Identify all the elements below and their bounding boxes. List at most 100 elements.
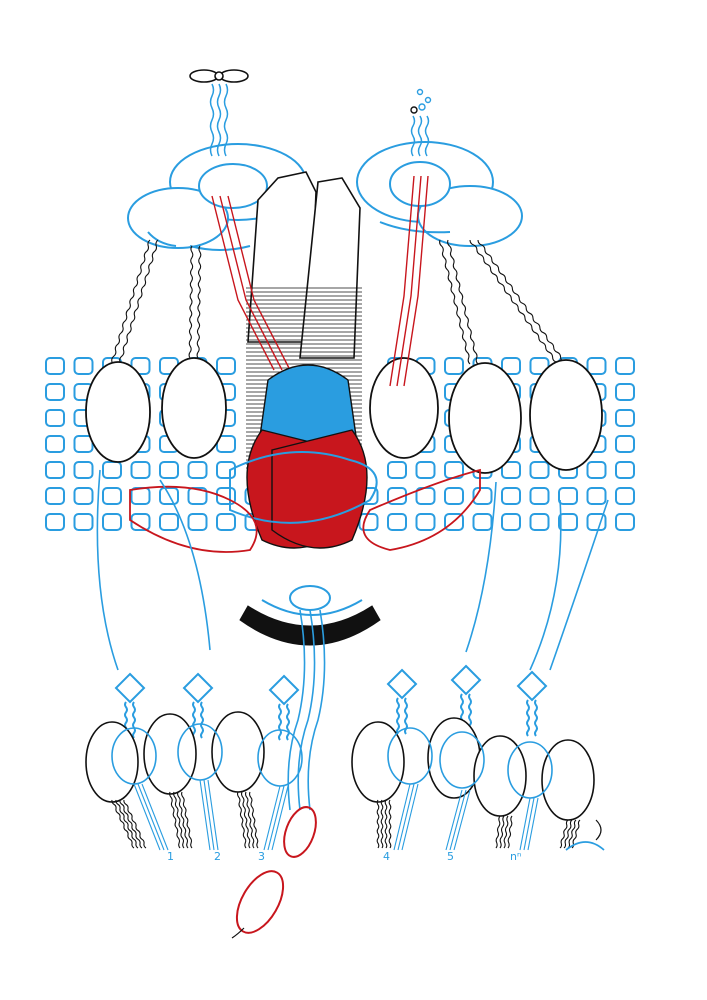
cable	[477, 239, 565, 363]
diamond	[450, 664, 482, 696]
grid-square	[615, 487, 635, 505]
cable	[188, 245, 194, 359]
grid-square	[102, 513, 122, 531]
grid-square	[615, 357, 635, 375]
bottom-cable	[507, 815, 513, 849]
bottom-blue-line	[401, 783, 419, 851]
grid-square	[159, 487, 179, 505]
diamond	[268, 674, 300, 706]
grid-square	[73, 513, 94, 531]
label-1: 1	[167, 850, 174, 863]
central-tube	[287, 609, 326, 811]
diamond-stem	[286, 703, 290, 741]
grid-square	[586, 487, 607, 505]
bottom-cable	[388, 799, 392, 849]
diamond-stem	[200, 701, 204, 739]
bottom-oval-row	[85, 711, 595, 821]
bottom-blue-line	[453, 789, 471, 851]
bottom-cable	[563, 819, 573, 849]
bottom-blue-line	[133, 783, 161, 851]
diamond-stem	[278, 703, 282, 741]
bottom-cable	[567, 819, 577, 849]
grid-square	[501, 487, 521, 505]
grid-square	[558, 513, 578, 531]
grid-square	[216, 357, 236, 375]
label-2: 2	[214, 850, 221, 863]
top-right-cloud	[356, 141, 523, 247]
bottom-cable	[123, 799, 147, 849]
bottom-blue-line	[445, 789, 463, 851]
grid-square	[615, 383, 635, 401]
curved-arrows	[96, 469, 609, 671]
grid-square	[472, 513, 493, 531]
top-left-wavy-stem	[209, 83, 229, 157]
bottom-cable	[495, 815, 501, 849]
grid-square	[216, 487, 236, 505]
grid-square	[501, 357, 521, 375]
bottom-cable	[503, 815, 509, 849]
grid-square	[586, 357, 607, 375]
pod-tails	[231, 819, 602, 939]
bottom-blue-line	[199, 779, 211, 851]
grid-square	[387, 461, 407, 479]
grid-square	[586, 513, 607, 531]
bottom-cable	[384, 799, 388, 849]
top-left-cloud	[127, 143, 307, 251]
bottom-oval-blue	[439, 731, 485, 789]
grid-square	[615, 513, 635, 531]
bottom-blue-line	[271, 785, 289, 851]
grid-square	[529, 487, 550, 505]
bottom-blue-line	[523, 797, 535, 851]
bottom-cable	[559, 819, 569, 849]
grid-square	[358, 513, 379, 531]
bottom-cable	[111, 799, 135, 849]
diamond-stem	[468, 693, 472, 731]
number-labels: 1 2 3 4 5 nⁿ	[167, 850, 521, 863]
diamond-stem	[526, 699, 530, 737]
grid-square	[73, 461, 94, 479]
central-hands	[247, 171, 361, 359]
red-tubes	[211, 175, 429, 387]
diamond	[386, 668, 418, 700]
top-right-wavy-stem	[410, 115, 430, 157]
grid-square	[130, 461, 151, 479]
grid-square	[387, 513, 407, 531]
grid-square	[444, 513, 464, 531]
large-ovals	[85, 357, 603, 474]
bottom-cable	[181, 791, 193, 849]
grid-square	[45, 487, 65, 505]
grid-square	[102, 487, 122, 505]
bottom-blue-line	[397, 783, 415, 851]
bottom-blue-line	[203, 779, 215, 851]
grid-square	[187, 513, 208, 531]
bottom-cable	[236, 791, 247, 849]
bottom-cable	[115, 799, 139, 849]
label-n: nⁿ	[510, 850, 521, 863]
bubbles-icon	[410, 88, 432, 114]
grid-square	[444, 487, 464, 505]
label-5: 5	[447, 850, 454, 863]
grid-square	[558, 487, 578, 505]
grid-square	[73, 357, 94, 375]
diamond	[182, 672, 214, 704]
bottom-blue-line	[393, 783, 411, 851]
bottom-oval	[143, 713, 197, 795]
bottom-cable	[240, 791, 251, 849]
bottom-ring	[239, 585, 381, 646]
grid-square	[187, 461, 208, 479]
bottom-cable	[244, 791, 255, 849]
grid-square	[529, 461, 550, 479]
grid-square	[615, 435, 635, 453]
propeller-icon	[189, 69, 249, 83]
bottom-cable-bundles	[111, 779, 581, 851]
bottom-blue-line	[527, 797, 539, 851]
diamond	[516, 670, 548, 702]
bottom-blue-line	[137, 783, 165, 851]
grid-square	[216, 513, 236, 531]
grid-square	[45, 409, 65, 427]
bottom-blue-line	[449, 789, 467, 851]
small-diamonds	[114, 664, 548, 741]
cable	[196, 245, 202, 359]
grid-square	[45, 357, 65, 375]
